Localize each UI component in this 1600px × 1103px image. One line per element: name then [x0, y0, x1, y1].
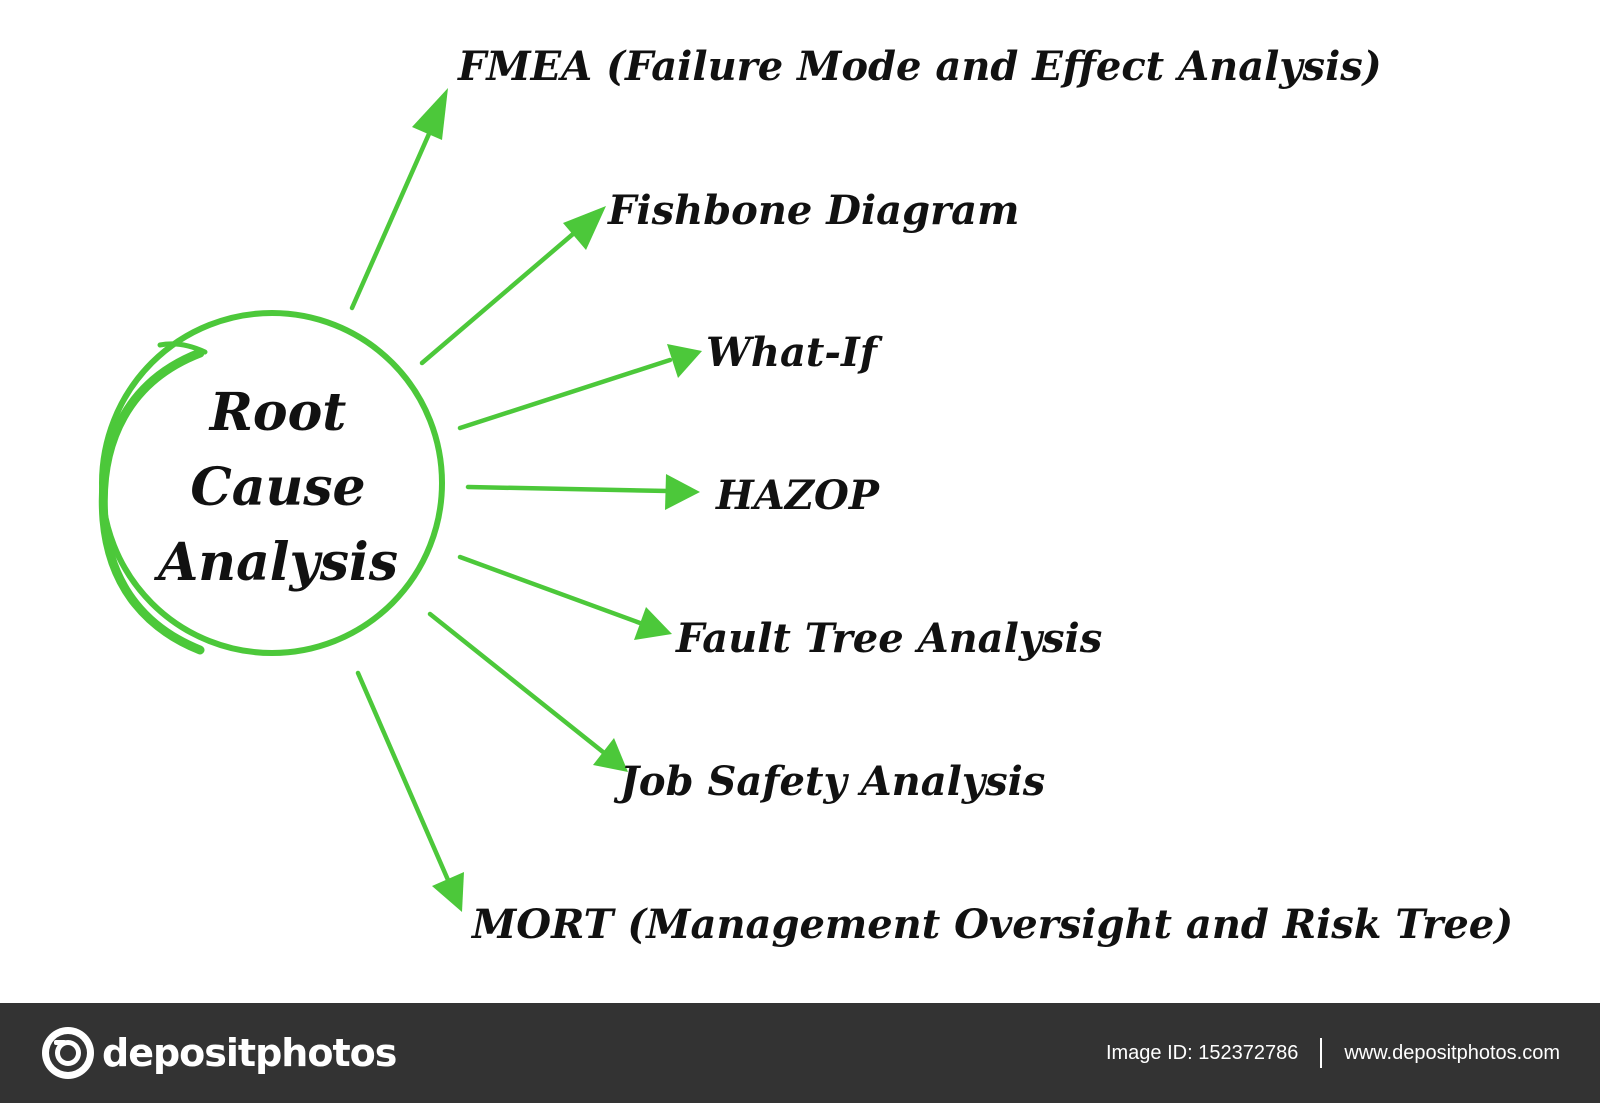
branch-label-fmea: FMEA (Failure Mode and Effect Analysis)	[457, 43, 1382, 90]
brand-name: depositphotos	[102, 1031, 397, 1075]
center-node: Root Cause Analysis	[98, 310, 445, 656]
branch-label-fishbone: Fishbone Diagram	[607, 187, 1019, 234]
footer-info: Image ID: 152372786 www.depositphotos.co…	[1106, 1003, 1560, 1103]
camera-aperture-icon	[42, 1027, 94, 1079]
arrow-fault-tree	[457, 554, 672, 640]
center-title-line-2: Cause	[190, 457, 365, 518]
center-circle-brush-stroke	[98, 348, 205, 655]
arrow-fmea	[349, 88, 448, 311]
arrow-hazop	[465, 474, 700, 510]
center-title-line-3: Analysis	[153, 532, 398, 593]
arrow-what-if	[457, 344, 702, 431]
website-link[interactable]: www.depositphotos.com	[1344, 1041, 1560, 1064]
branch-label-hazop: HAZOP	[715, 472, 881, 519]
brand-logo[interactable]: depositphotos	[40, 1025, 397, 1081]
branch-label-fault-tree: Fault Tree Analysis	[675, 615, 1102, 662]
center-title-line-1: Root	[208, 382, 347, 443]
footer-bar: depositphotos Image ID: 152372786 www.de…	[0, 1003, 1600, 1103]
branch-label-job-safety: Job Safety Analysis	[613, 758, 1045, 805]
arrow-mort	[355, 670, 464, 912]
branch-label-mort: MORT (Management Oversight and Risk Tree…	[470, 901, 1513, 948]
root-cause-diagram: Root Cause Analysis	[98, 43, 1513, 948]
image-id: Image ID: 152372786	[1105, 1041, 1299, 1064]
arrow-fishbone	[419, 206, 606, 366]
center-circle-brush-tail	[157, 341, 208, 355]
arrow-job-safety	[427, 611, 628, 772]
branch-label-what-if: What-If	[706, 329, 883, 376]
footer-divider	[1320, 1038, 1323, 1068]
